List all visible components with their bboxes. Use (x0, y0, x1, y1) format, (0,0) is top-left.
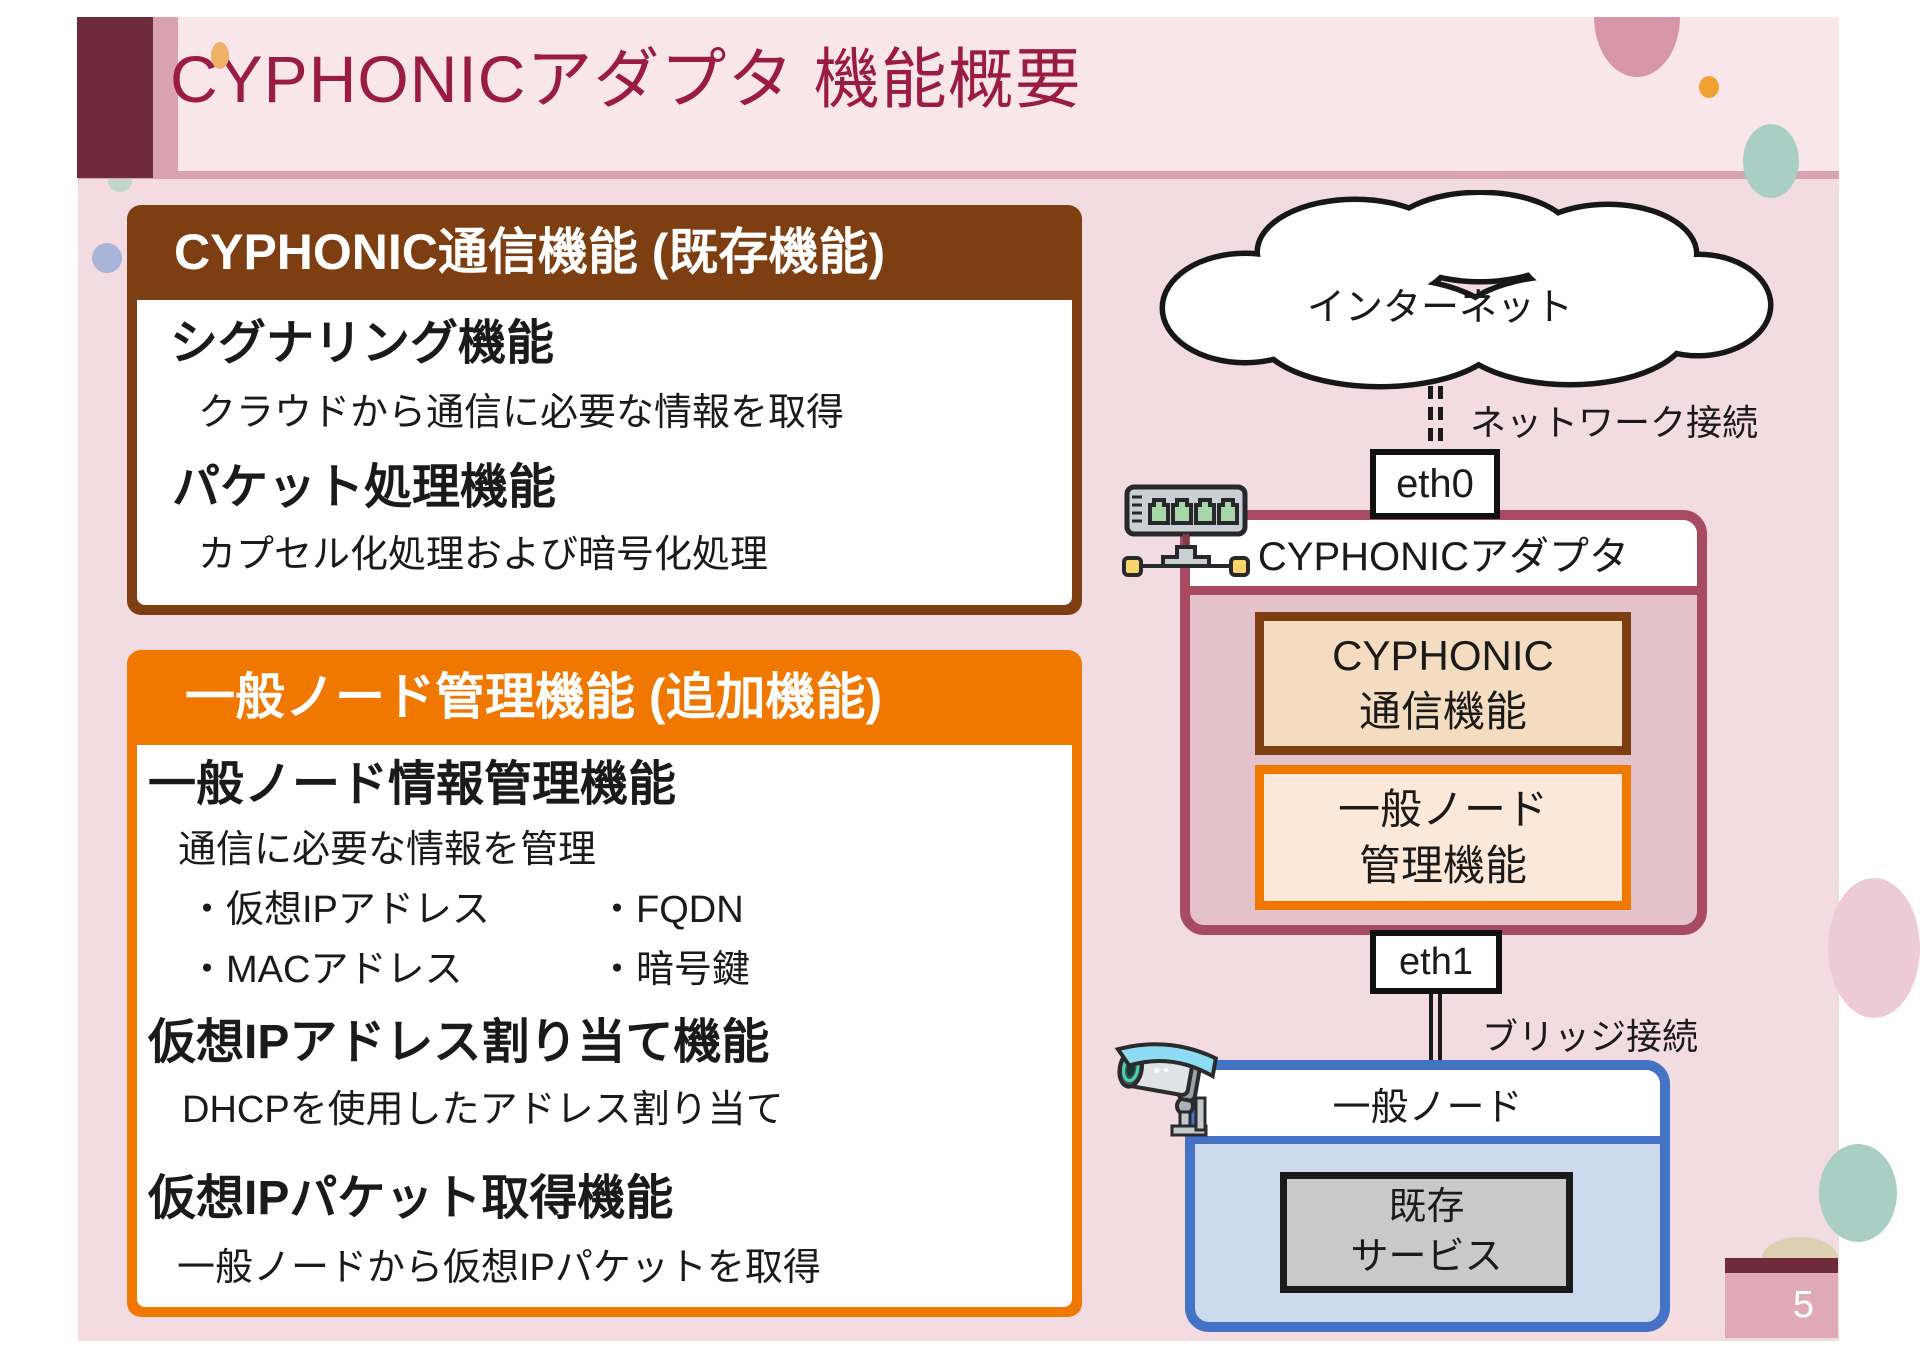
network-connection-label: ネットワーク接続 (1470, 402, 1759, 443)
title-separator-line (78, 171, 1839, 179)
added-functions-box (127, 650, 1082, 1317)
node-info-desc: 通信に必要な情報を管理 (178, 829, 597, 871)
bullet-crypto-key: ・暗号鍵 (598, 949, 751, 991)
deco-ellipse-pink-edge (1828, 878, 1920, 1018)
existing-functions-body (137, 300, 1072, 605)
deco-dot-orange-right (1699, 76, 1719, 98)
comm-function-line2: 通信機能 (1358, 687, 1527, 735)
deco-dot-orange-title (211, 42, 229, 69)
title-accent-bar-maroon (77, 17, 153, 178)
general-node-label: 一般ノード (1332, 1086, 1523, 1129)
bridge-connection-line-left (1429, 994, 1433, 1062)
bridge-connection-label: ブリッジ接続 (1482, 1016, 1699, 1057)
eth0-label: eth0 (1396, 461, 1474, 506)
ip-assign-desc: DHCPを使用したアドレス割り当て (182, 1089, 784, 1131)
eth1-label: eth1 (1399, 940, 1473, 983)
existing-functions-box (127, 205, 1082, 615)
bridge-connection-line-right (1438, 994, 1442, 1062)
network-switch-icon (1122, 484, 1250, 577)
adapter-label: CYPHONICアダプタ (1257, 535, 1630, 579)
packet-function-desc: カプセル化処理および暗号化処理 (198, 534, 769, 576)
existing-service-box: 既存 サービス (1280, 1172, 1573, 1293)
internet-cloud-shape (1159, 190, 1774, 390)
security-camera-icon (1114, 1042, 1219, 1137)
mgmt-function-line2: 管理機能 (1358, 841, 1527, 889)
deco-semicircle-tan-bottom (1762, 1237, 1838, 1258)
bullet-fqdn: ・FQDN (598, 889, 744, 931)
page-number-accent-bar (1725, 1258, 1838, 1273)
title-accent-bar-pink (153, 17, 178, 178)
ip-assign-heading: 仮想IPアドレス割り当て機能 (148, 1016, 770, 1069)
ip-packet-heading: 仮想IPパケット取得機能 (148, 1172, 674, 1225)
adapter-label-strip: CYPHONICアダプタ (1190, 520, 1697, 595)
internet-label: インターネット (1306, 287, 1573, 329)
bullet-virtual-ip: ・仮想IPアドレス (188, 889, 490, 931)
ip-packet-desc: 一般ノードから仮想IPパケットを取得 (177, 1247, 821, 1289)
deco-dot-lavender-left (92, 243, 122, 273)
bullet-mac-address: ・MACアドレス (188, 949, 463, 991)
network-connection-line-right (1438, 386, 1443, 450)
added-functions-header: 一般ノード管理機能 (追加機能) (185, 669, 883, 725)
node-info-heading: 一般ノード情報管理機能 (148, 758, 677, 811)
existing-service-line1: 既存 (1388, 1186, 1465, 1229)
comm-function-box: CYPHONIC 通信機能 (1255, 612, 1631, 755)
page-title: CYPHONICアダプタ 機能概要 (170, 42, 1082, 116)
comm-function-line1: CYPHONIC (1332, 632, 1554, 680)
existing-functions-header: CYPHONIC通信機能 (既存機能) (174, 224, 886, 280)
signaling-function-heading: シグナリング機能 (170, 317, 555, 370)
existing-service-line2: サービス (1350, 1235, 1503, 1278)
page-number: 5 (1725, 1273, 1838, 1338)
deco-dot-teal-right (1743, 124, 1799, 198)
network-connection-line-left (1428, 386, 1433, 450)
deco-ellipse-teal-bottom (1819, 1144, 1897, 1242)
added-functions-body (137, 745, 1072, 1307)
eth1-box: eth1 (1370, 930, 1502, 994)
packet-function-heading: パケット処理機能 (172, 461, 557, 514)
mgmt-function-box: 一般ノード 管理機能 (1255, 765, 1631, 910)
general-node-label-strip: 一般ノード (1195, 1070, 1660, 1144)
signaling-function-desc: クラウドから通信に必要な情報を取得 (198, 392, 845, 434)
mgmt-function-line1: 一般ノード (1337, 786, 1548, 834)
eth0-box: eth0 (1370, 449, 1500, 519)
title-band (78, 17, 1839, 171)
